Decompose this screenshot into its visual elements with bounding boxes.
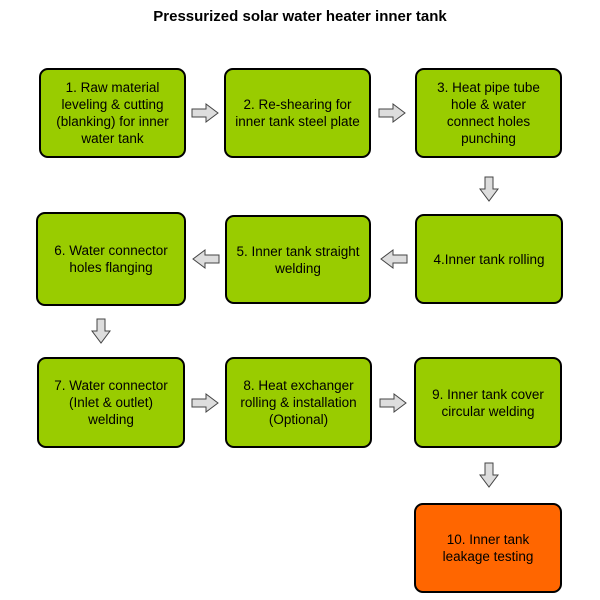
step-1-label: 1. Raw material leveling & cutting (blan… [56, 80, 169, 146]
step-2-box: 2. Re-shearing for inner tank steel plat… [224, 68, 371, 158]
step-10-label: 10. Inner tank leakage testing [442, 532, 534, 564]
step-5-label: 5. Inner tank straight welding [236, 243, 360, 276]
step-9-box: 9. Inner tank cover circular welding [414, 357, 562, 448]
arrow-3-to-4 [479, 176, 499, 202]
diagram-title: Pressurized solar water heater inner tan… [153, 8, 447, 25]
arrow-4-to-5 [380, 249, 408, 269]
step-7-label: 7. Water connector (Inlet & outlet) weld… [54, 378, 168, 427]
step-8-label: 8. Heat exchanger rolling & installation… [240, 378, 357, 427]
step-9-label: 9. Inner tank cover circular welding [432, 386, 544, 419]
step-3-label: 3. Heat pipe tube hole & water connect h… [437, 80, 540, 146]
arrow-1-to-2 [191, 103, 219, 123]
step-7-box: 7. Water connector (Inlet & outlet) weld… [37, 357, 185, 448]
step-3-box: 3. Heat pipe tube hole & water connect h… [415, 68, 562, 158]
step-1-box: 1. Raw material leveling & cutting (blan… [39, 68, 186, 158]
step-6-label: 6. Water connector holes flanging [54, 243, 168, 275]
arrow-5-to-6 [192, 249, 220, 269]
arrow-8-to-9 [379, 393, 407, 413]
step-4-label: 4.Inner tank rolling [433, 251, 545, 267]
step-5-box: 5. Inner tank straight welding [225, 215, 371, 304]
step-2-label: 2. Re-shearing for inner tank steel plat… [235, 97, 360, 129]
step-6-box: 6. Water connector holes flanging [36, 212, 186, 306]
arrow-6-to-7 [91, 318, 111, 344]
step-8-box: 8. Heat exchanger rolling & installation… [225, 357, 372, 448]
step-4-box: 4.Inner tank rolling [415, 214, 563, 304]
arrow-2-to-3 [378, 103, 406, 123]
step-10-box: 10. Inner tank leakage testing [414, 503, 562, 593]
arrow-9-to-10 [479, 462, 499, 488]
arrow-7-to-8 [191, 393, 219, 413]
